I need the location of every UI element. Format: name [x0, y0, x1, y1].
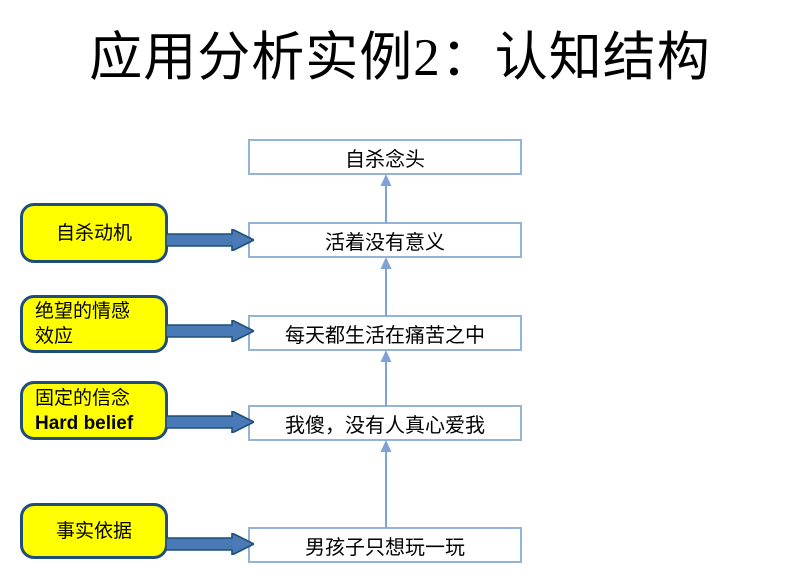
yellow-box-despair-emotional-effect[interactable]: 绝望的情感 效应 — [20, 295, 168, 353]
yellow-box-hard-belief[interactable]: 固定的信念 Hard belief — [20, 381, 168, 440]
page-title: 应用分析实例2：认知结构 — [89, 29, 711, 87]
chain-box-boy-just-playing[interactable]: 男孩子只想玩一玩 — [248, 527, 522, 563]
v-arrow-daily-suffering-to-life-meaningless — [379, 257, 393, 316]
block-arrow-despair-to-daily-suffering — [166, 320, 254, 342]
v-arrow-life-meaningless-to-suicidal-thought — [379, 174, 393, 223]
yellow-box-despair-line-1: 绝望的情感 — [35, 301, 131, 322]
v-arrow-boy-just-playing-to-nobody-loves-me — [379, 440, 393, 528]
chain-box-suicidal-thought[interactable]: 自杀念头 — [248, 139, 522, 175]
block-arrow-factual-evidence-to-boy-just-playing — [166, 533, 254, 555]
v-arrow-nobody-loves-me-to-daily-suffering — [379, 350, 393, 406]
yellow-box-suicide-motive[interactable]: 自杀动机 — [20, 203, 168, 263]
yellow-box-despair-line-2: 效应 — [35, 326, 74, 347]
chain-box-daily-suffering[interactable]: 每天都生活在痛苦之中 — [248, 315, 522, 351]
block-arrow-suicide-motive-to-life-meaningless — [166, 229, 254, 251]
yellow-box-factual-evidence-line-1: 事实依据 — [55, 520, 132, 542]
chain-box-nobody-loves-me[interactable]: 我傻，没有人真心爱我 — [248, 405, 522, 441]
yellow-box-hard-belief-line-2: Hard belief — [35, 412, 134, 434]
yellow-box-factual-evidence[interactable]: 事实依据 — [20, 503, 168, 559]
chain-box-life-meaningless[interactable]: 活着没有意义 — [248, 222, 522, 258]
yellow-box-hard-belief-line-1: 固定的信念 — [35, 387, 131, 409]
yellow-box-suicide-motive-line-1: 自杀动机 — [55, 222, 132, 244]
block-arrow-hard-belief-to-nobody-loves-me — [166, 411, 254, 433]
